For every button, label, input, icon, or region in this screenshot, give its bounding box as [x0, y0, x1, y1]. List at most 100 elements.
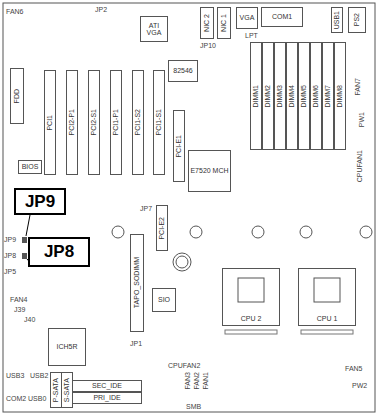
board-component: CPU 1 — [298, 268, 356, 326]
component-label: COM1 — [272, 13, 292, 20]
board-component: FDD — [10, 68, 24, 124]
component-label: NIC 2 — [203, 14, 210, 32]
board-component: PCI2-S1 — [88, 70, 100, 175]
board-component: PCI1-S2 — [132, 70, 144, 175]
board-component: PS2 — [348, 7, 366, 33]
component-label: E7520 MCH — [190, 167, 228, 174]
connector-label: CPUFAN2 — [168, 362, 200, 369]
component-label: PCI2-P1 — [68, 109, 75, 135]
component-label: DIMM5 — [300, 85, 307, 108]
board-component: SEC_IDE — [72, 380, 142, 392]
connector-label: JP2 — [95, 6, 107, 13]
board-component: SIO — [152, 288, 176, 312]
board-component: PCI1 — [44, 70, 56, 175]
board-component: DIMM3 — [274, 42, 286, 150]
board-component: CPU 2 — [222, 268, 280, 326]
board-component: DIMM7 — [322, 42, 334, 150]
board-component: DIMM8 — [334, 42, 346, 150]
board-component: NIC 2 — [200, 7, 214, 39]
component-label: PCI-E1 — [175, 135, 182, 158]
connector-label: CPUFAN1 — [356, 150, 363, 182]
connector-label: JP8 — [4, 252, 16, 259]
component-label: CPU 2 — [241, 315, 262, 322]
connector-label: USB2 — [30, 372, 48, 379]
connector-label: FAN3 — [184, 372, 191, 390]
component-label: DIMM2 — [264, 85, 271, 108]
connector-label: LPT — [245, 32, 258, 39]
board-component: NIC 1 — [217, 7, 231, 39]
component-label: PCI-E2 — [158, 217, 165, 240]
board-component: E7520 MCH — [188, 150, 231, 192]
component-label: PCI1 — [46, 115, 53, 131]
board-component: S-SATA — [61, 372, 73, 408]
connector-label: PW2 — [352, 382, 367, 389]
connector-label: FAN6 — [6, 8, 24, 15]
component-label: DIMM1 — [252, 85, 259, 108]
component-label: ICH5R — [56, 343, 77, 350]
board-component: DIMM5 — [298, 42, 310, 150]
component-label: NIC 1 — [220, 14, 227, 32]
component-label: SEC_IDE — [92, 382, 122, 389]
connector-label: JP7 — [140, 205, 152, 212]
connector-label: FAN1 — [202, 372, 209, 390]
board-component: ICH5R — [48, 328, 86, 366]
component-label: PCI2-S1 — [90, 109, 97, 135]
board-component: DIMM6 — [310, 42, 322, 150]
component-label: ATI VGA — [141, 22, 167, 37]
component-label: DIMM3 — [276, 85, 283, 108]
connector-label: FAN7 — [354, 78, 361, 96]
board-component: TAPO_SODIMM — [130, 234, 144, 332]
connector-label: JP1 — [130, 340, 142, 347]
component-label: SIO — [158, 296, 170, 303]
callout-box: JP9 — [14, 188, 66, 215]
board-component: BIOS — [18, 160, 42, 174]
board-component: ATI VGA — [140, 16, 168, 42]
component-label: USB1 — [333, 11, 340, 29]
connector-label: JP10 — [200, 42, 216, 49]
component-label: JP9 — [25, 193, 55, 211]
component-label: DIMM6 — [312, 85, 319, 108]
connector-label: JP9 — [4, 236, 16, 243]
board-component: DIMM1 — [250, 42, 262, 150]
component-label: DIMM7 — [324, 85, 331, 108]
connector-label: J39 — [14, 306, 25, 313]
connector-label: SMB — [186, 403, 201, 410]
board-component: PCI-E1 — [173, 110, 185, 182]
component-label: CPU 1 — [317, 315, 338, 322]
connector-label: FAN5 — [345, 365, 363, 372]
connector-label: J40 — [24, 316, 35, 323]
board-component: 82546 — [168, 60, 198, 82]
board-component: COM1 — [261, 7, 303, 27]
board-component: PRI_IDE — [72, 392, 142, 404]
board-component: PCI1-S1 — [153, 70, 165, 175]
connector-label: FAN4 — [10, 296, 28, 303]
connector-label: USB0 — [28, 395, 46, 402]
connector-label: FAN2 — [193, 372, 200, 390]
component-label: VGA — [240, 14, 255, 21]
component-label: DIMM8 — [336, 85, 343, 108]
component-label: S-SATA — [63, 378, 70, 402]
component-label: BIOS — [22, 163, 39, 170]
component-label: JP8 — [44, 243, 74, 261]
component-label: DIMM4 — [288, 85, 295, 108]
board-component: USB1 — [331, 7, 343, 33]
board-component: PCI1-P1 — [110, 70, 122, 175]
board-component: PCI2-P1 — [66, 70, 78, 175]
component-label: TAPO_SODIMM — [133, 257, 140, 308]
board-component: DIMM2 — [262, 42, 274, 150]
connector-label: COM2 — [6, 395, 26, 402]
component-label: 82546 — [173, 67, 192, 74]
connector-label: JP5 — [4, 268, 16, 275]
board-component: VGA — [236, 7, 258, 29]
component-label: PCI1-S2 — [134, 109, 141, 135]
component-label: PCI1-S1 — [155, 109, 162, 135]
board-component: DIMM4 — [286, 42, 298, 150]
board-component: PCI-E2 — [156, 205, 168, 251]
component-label: PS2 — [353, 13, 360, 26]
connector-label: USB3 — [6, 372, 24, 379]
component-label: PCI1-P1 — [112, 109, 119, 135]
component-label: PRI_IDE — [93, 394, 120, 401]
callout-box: JP8 — [28, 237, 90, 267]
connector-label: PW1 — [358, 112, 365, 127]
component-label: P-SATA — [52, 378, 59, 402]
